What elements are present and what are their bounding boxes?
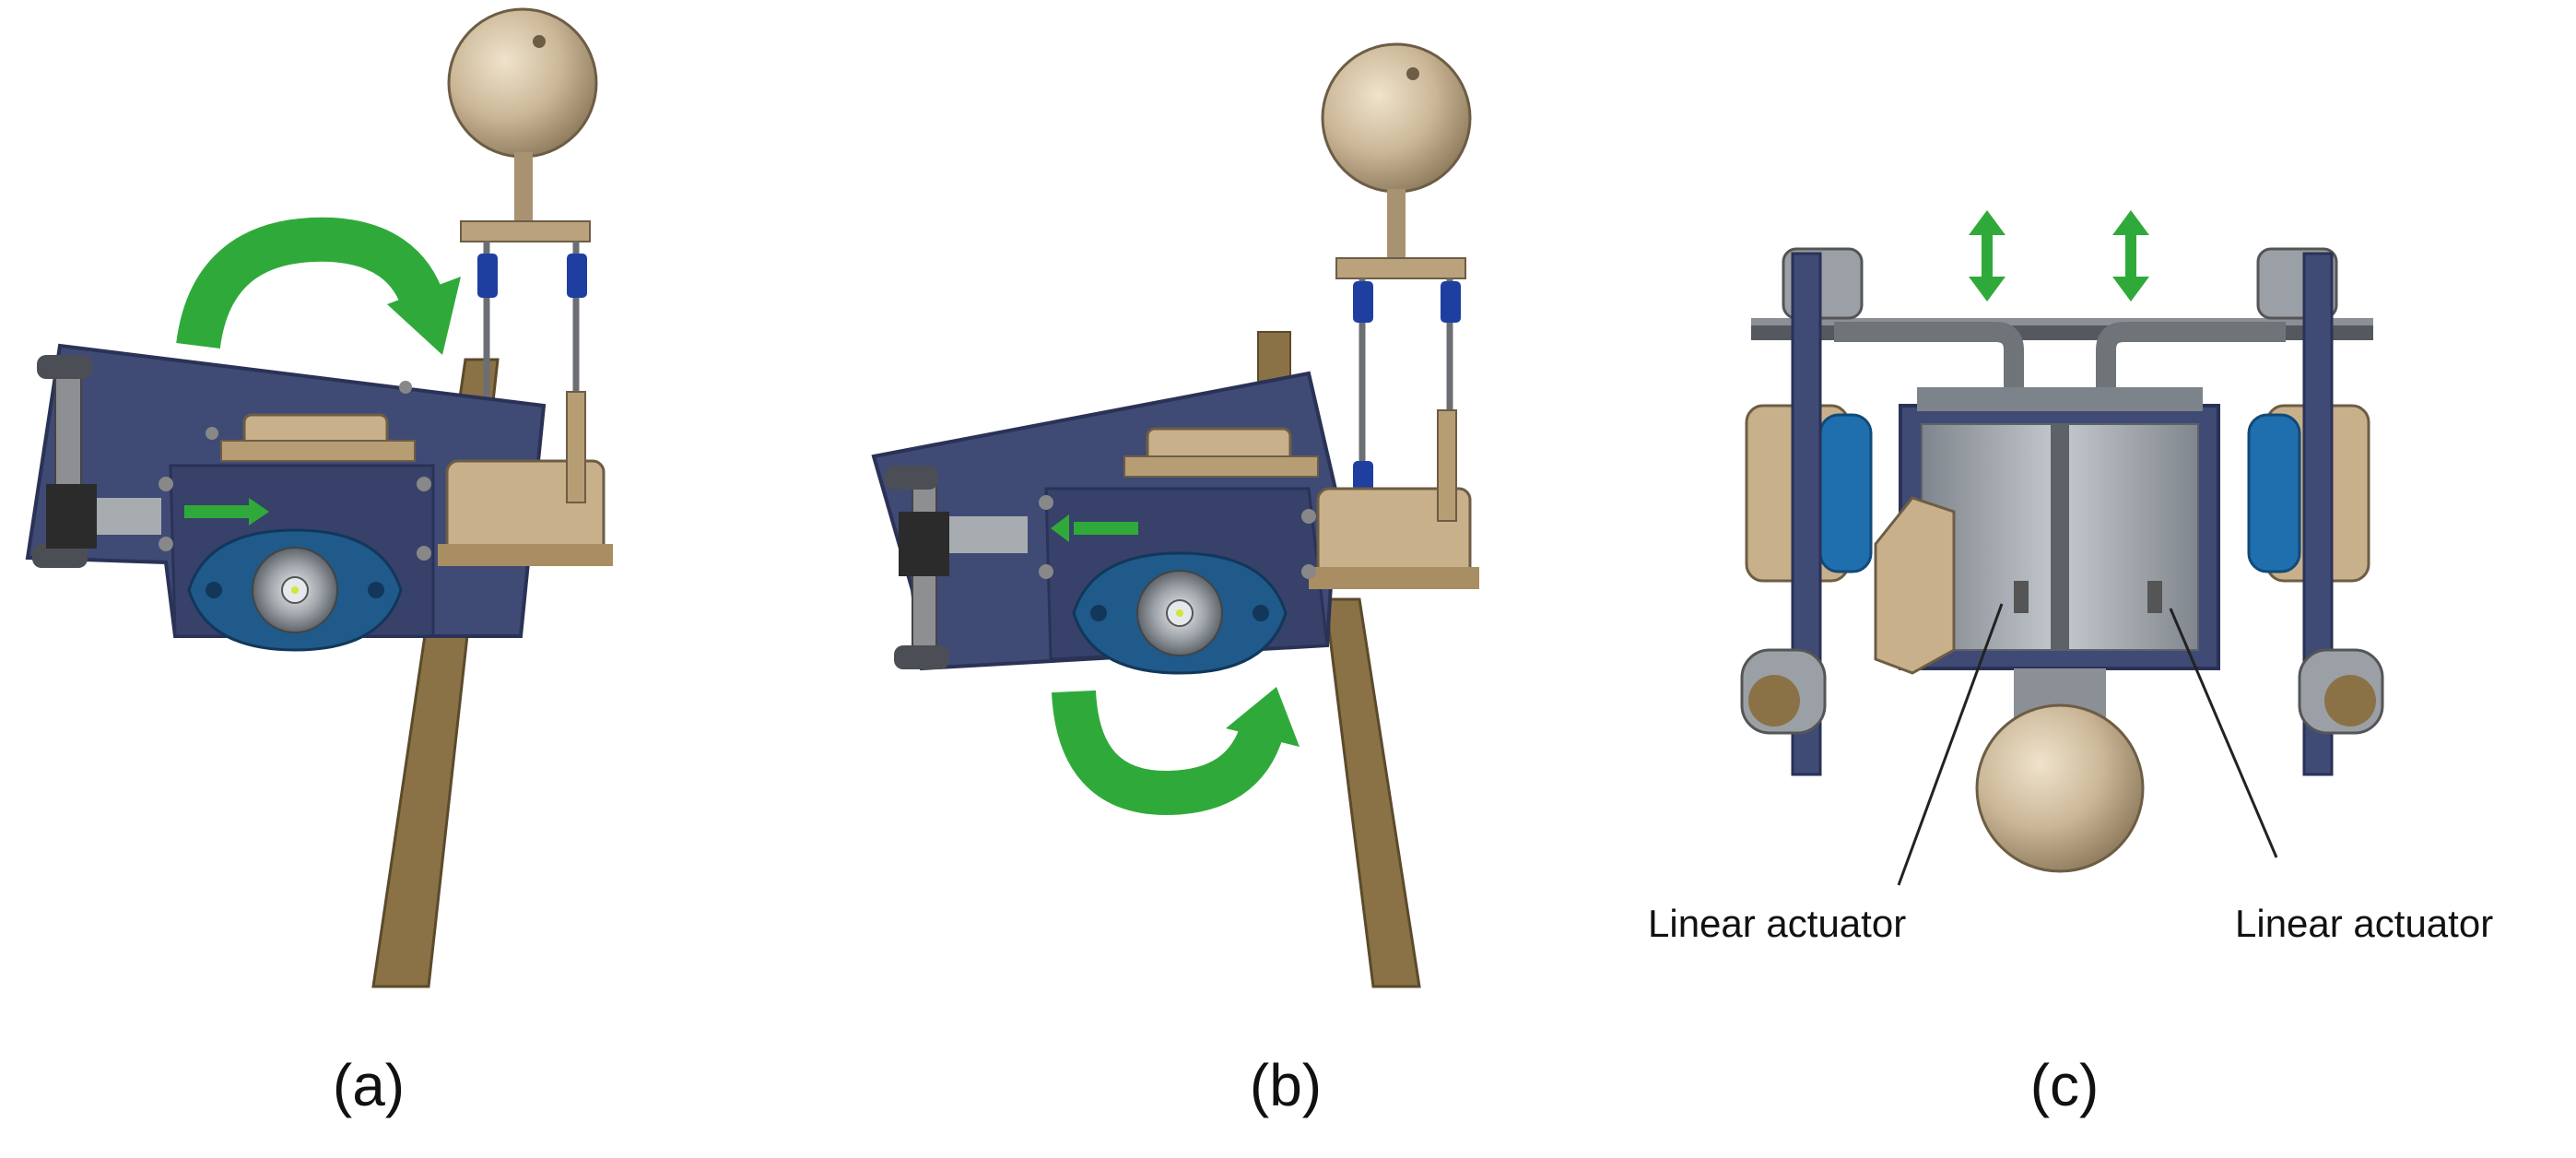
leg-pole — [1323, 597, 1421, 988]
flange-bearing — [1072, 551, 1288, 675]
up-down-arrow-icon — [1969, 210, 2006, 301]
caption-a: (a) — [332, 1052, 406, 1118]
slide-arrow-icon — [1051, 514, 1138, 542]
ball-weight — [447, 7, 598, 159]
ball-weight — [1321, 42, 1472, 194]
rotation-arrow-icon — [1052, 687, 1300, 816]
up-down-arrow-icon — [2112, 210, 2149, 301]
panel-a — [25, 7, 613, 988]
ball-weight — [1975, 703, 2145, 873]
caption-c: (c) — [2029, 1052, 2100, 1118]
slide-arrow-icon — [184, 498, 269, 526]
callout-linear-actuator-left: Linear actuator — [1648, 902, 1907, 945]
panel-c — [1740, 210, 2384, 886]
caption-b: (b) — [1249, 1052, 1323, 1118]
callout-linear-actuator-right: Linear actuator — [2235, 902, 2494, 945]
flange-bearing — [187, 528, 403, 652]
panel-b — [871, 42, 1479, 988]
rotation-arrow-icon — [176, 217, 461, 355]
callout-line-left — [1897, 603, 2004, 886]
callout-line-right — [2169, 608, 2278, 858]
